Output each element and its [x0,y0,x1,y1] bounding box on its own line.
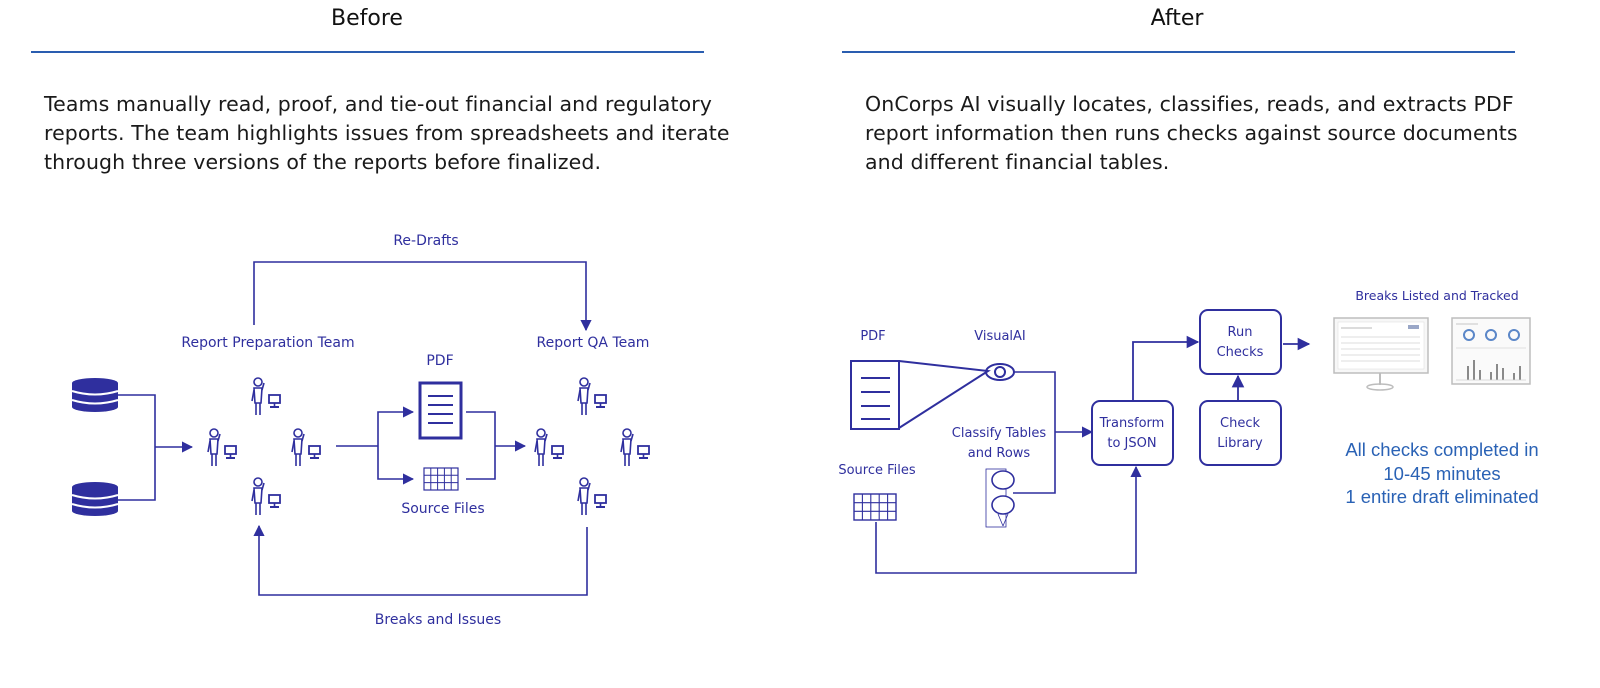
vision-cone [898,360,991,429]
person-icon [577,477,607,516]
prep-team-label: Report Preparation Team [181,335,354,351]
to-pdf-arrow [377,406,415,446]
person-icon [251,377,281,416]
before-diagram: Re-Drafts Report Preparation Team Report… [71,233,650,628]
breaks-issues-label: Breaks and Issues [375,612,501,628]
source-to-transform-arrow [875,465,1142,574]
run-label-line2: Checks [1217,345,1264,360]
before-title: Before [331,6,403,31]
database-icon [71,481,119,517]
results-summary: All checks completed in 10-45 minutes 1 … [1340,438,1544,509]
person-icon [577,377,607,416]
after-description: OnCorps AI visually locates, classifies,… [865,92,1518,174]
breaks-issues-arrow [253,524,588,596]
to-source-arrow [377,446,415,485]
check-library-box [1199,400,1282,466]
spreadsheet-icon [853,493,897,521]
visual-ai-label: VisualAI [974,329,1026,344]
before-description: Teams manually read, proof, and tie-out … [44,92,730,174]
db-connector [118,394,156,501]
monitor-icon [1333,317,1429,391]
person-icon [207,428,237,467]
person-icon [534,428,564,467]
breaks-tracked-label: Breaks Listed and Tracked [1355,288,1518,303]
transform-label-line1: Transform [1099,416,1165,431]
database-icon [71,377,119,413]
outputs-connector [466,411,496,480]
run-label-line1: Run [1228,325,1253,340]
check-label-line1: Check [1220,416,1260,431]
classifier-icon [985,468,1015,528]
run-checks-box [1199,309,1282,375]
eye-icon [985,363,1015,381]
redrafts-arrow [253,261,592,332]
person-icon [251,477,281,516]
source-files-label: Source Files [401,501,484,517]
person-icon [291,428,321,467]
spreadsheet-icon [423,467,459,491]
redrafts-label: Re-Drafts [393,233,458,249]
after-source-files-label: Source Files [838,463,916,478]
pdf-document-icon [850,360,900,430]
results-line: 1 entire draft eliminated [1345,486,1539,507]
person-icon [620,428,650,467]
classify-label-line1: Classify Tables [952,426,1047,441]
after-diagram: PDF VisualAI Classify Tables and Rows [838,288,1531,574]
after-pdf-label: PDF [860,329,885,344]
check-label-line2: Library [1217,436,1263,451]
after-divider [842,51,1515,53]
pdf-label: PDF [426,353,453,369]
dashboard-icon [1451,317,1531,385]
pdf-document-icon [418,381,463,440]
qa-team-label: Report QA Team [537,335,650,351]
after-title: After [1150,6,1204,31]
to-run-checks-arrow [1132,335,1200,401]
results-line: 10-45 minutes [1383,462,1501,484]
classify-label-line2: and Rows [968,446,1031,461]
transform-label-line2: to JSON [1107,436,1156,451]
transform-json-box [1091,400,1174,466]
results-line: All checks completed in [1345,439,1539,460]
before-divider [31,51,704,53]
